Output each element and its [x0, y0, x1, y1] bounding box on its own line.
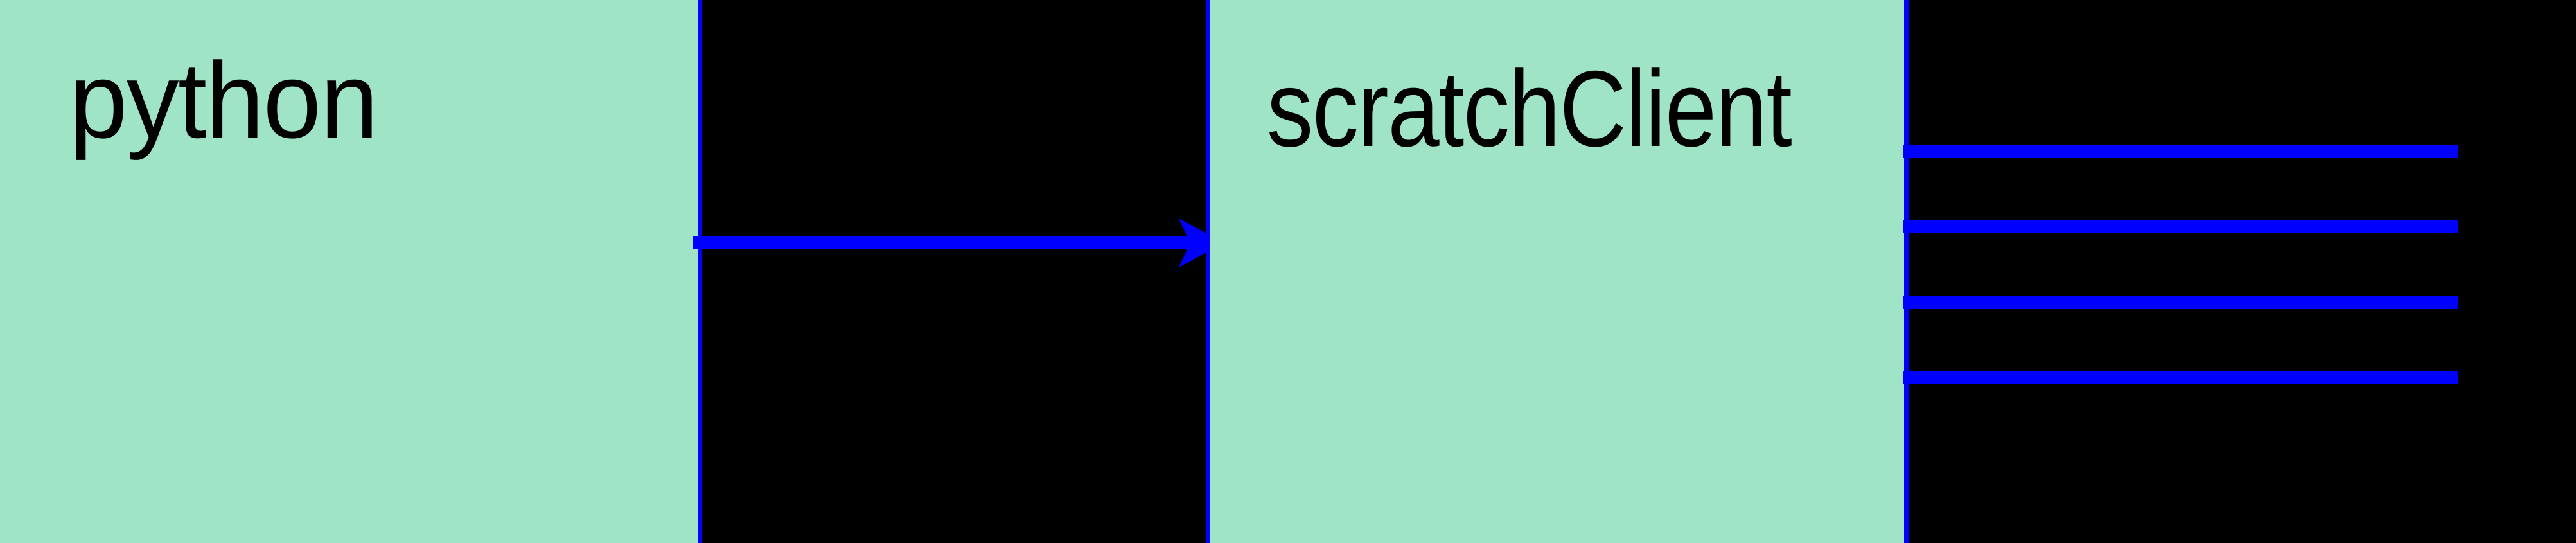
- diagram-node-python[interactable]: python: [0, 0, 702, 543]
- port-line-2: [1903, 220, 2458, 233]
- node-label-python: python: [69, 40, 378, 161]
- diagram-node-scratchclient[interactable]: scratchClient: [1206, 0, 1909, 543]
- node-label-scratchclient: scratchClient: [1267, 48, 1792, 169]
- port-line-1: [1903, 145, 2458, 158]
- arrow-shaft-and-head: [693, 218, 1224, 267]
- edge-python-to-scratchclient: [693, 207, 1224, 279]
- port-line-3: [1903, 296, 2458, 309]
- port-line-4: [1903, 371, 2458, 384]
